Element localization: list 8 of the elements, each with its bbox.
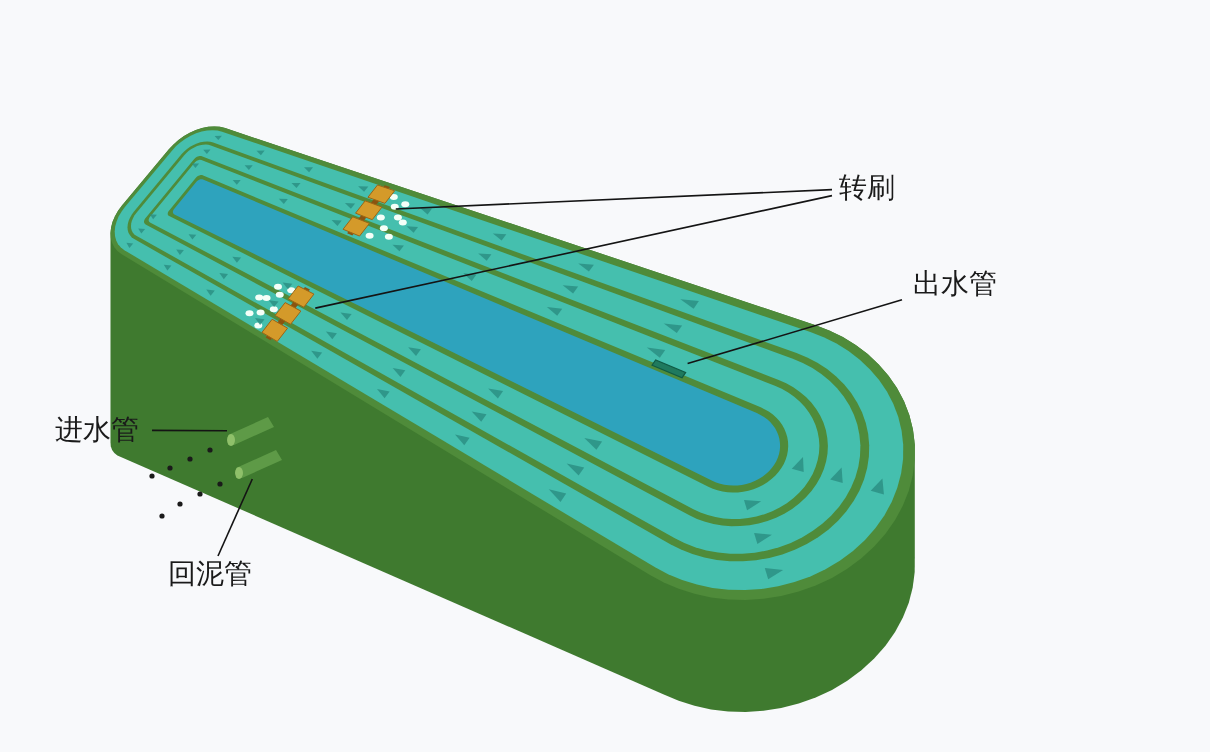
callout-label: 进水管: [55, 414, 139, 446]
leader-line: [686, 299, 903, 365]
callout-label: 出水管: [913, 268, 997, 300]
leader-line: [151, 429, 228, 432]
callout-label: 回泥管: [168, 558, 252, 590]
callout-label: 转刷: [839, 172, 895, 204]
leader-line: [395, 188, 833, 210]
leader-line: [217, 478, 254, 557]
